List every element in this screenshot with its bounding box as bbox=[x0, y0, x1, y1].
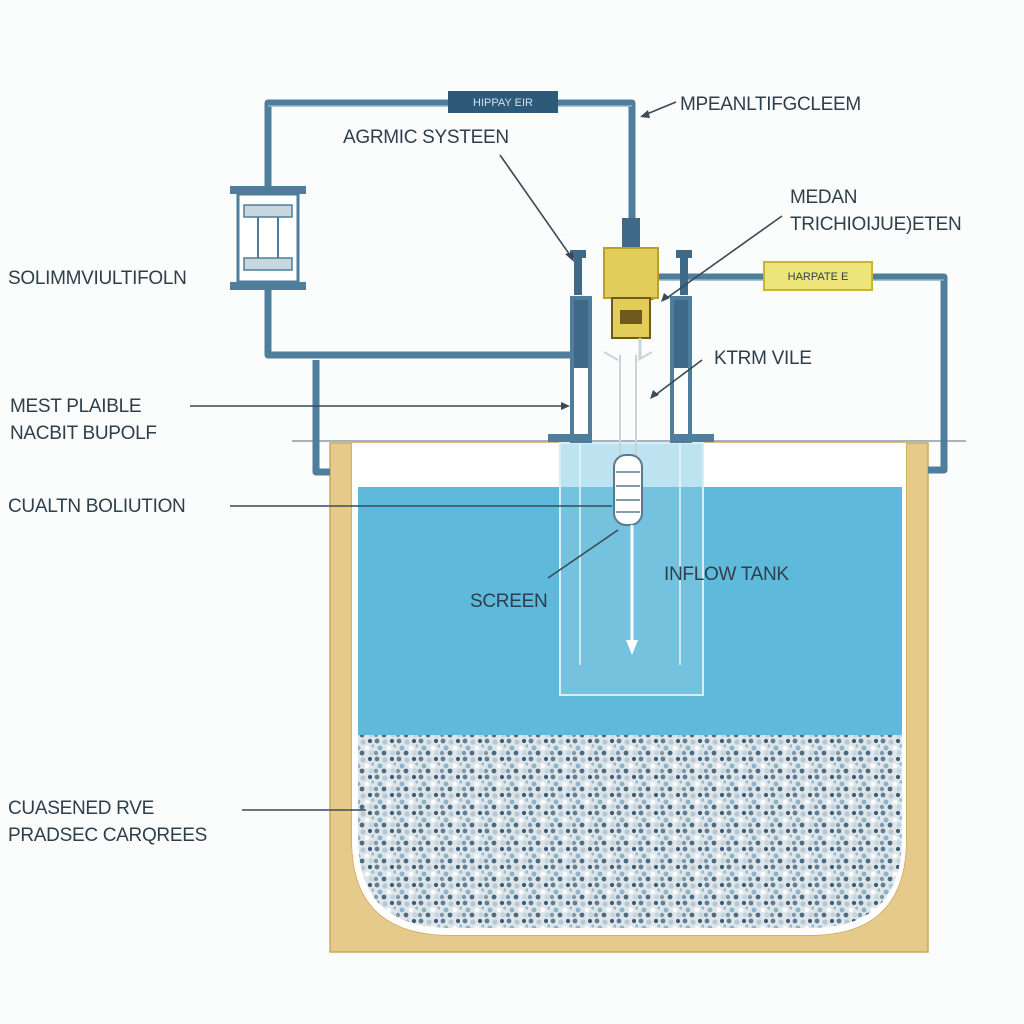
tag-top-pipe-text: HIPPAY EIR bbox=[473, 97, 533, 109]
label-inflow-tank: INFLOW TANK bbox=[664, 564, 789, 585]
label-screen: SCREEN bbox=[470, 591, 547, 612]
pump-body bbox=[603, 247, 659, 299]
tag-top-pipe: HIPPAY EIR bbox=[448, 91, 558, 113]
label-cualtn: CUALTN BOLIUTION bbox=[8, 496, 185, 517]
pump-unit bbox=[548, 218, 714, 443]
label-ktrm-vile: KTRM VILE bbox=[714, 348, 812, 369]
left-inlet-pipe bbox=[312, 360, 330, 476]
valve-assembly bbox=[230, 186, 306, 290]
label-left-valve: SOLIMMVIULTIFOLN bbox=[8, 268, 187, 289]
label-medan-1: MEDAN bbox=[790, 187, 857, 208]
tag-right-pipe-text: HARPATE E bbox=[788, 271, 849, 283]
label-mest-1: MEST PLAIBLE bbox=[10, 396, 141, 417]
screen-filter bbox=[613, 454, 643, 526]
label-mest-2: NACBIT BUPOLF bbox=[10, 423, 157, 444]
label-gravel-2: PRADSEC CARQREES bbox=[8, 825, 207, 846]
labels: MPEANLTIFGCLEEM AGRMIC SYSTEEN MEDAN TRI… bbox=[8, 94, 962, 846]
label-agrmic-system: AGRMIC SYSTEEN bbox=[343, 127, 509, 148]
label-medan-2: TRICHIOIJUE)ETEN bbox=[790, 214, 961, 235]
top-pipe bbox=[264, 99, 636, 220]
tag-right-pipe: HARPATE E bbox=[763, 261, 873, 291]
feed-assembly bbox=[603, 351, 653, 655]
label-gravel-1: CUASENED RVE bbox=[8, 798, 154, 819]
gravel-bed bbox=[358, 735, 902, 928]
left-riser-pipe bbox=[264, 288, 572, 359]
label-top-right: MPEANLTIFGCLEEM bbox=[680, 94, 861, 115]
